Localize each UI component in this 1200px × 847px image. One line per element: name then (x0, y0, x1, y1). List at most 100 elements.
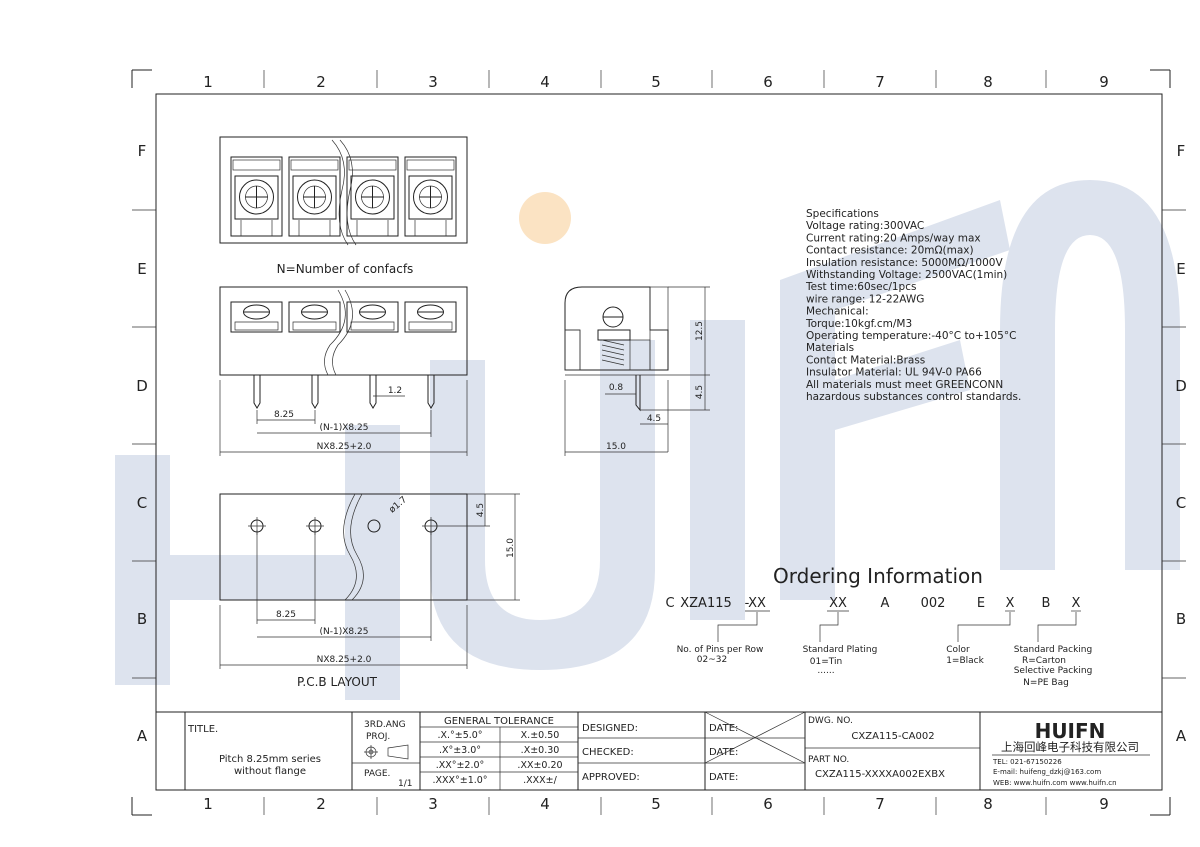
spec-line: Current rating:20 Amps/way max (806, 232, 981, 244)
order-code-part: X (1072, 596, 1081, 611)
part-value: CXZA115-XXXXA002EXBX (815, 769, 945, 780)
order-code-part: A (881, 596, 890, 611)
dim-total: NX8.25+2.0 (317, 442, 372, 452)
approved-date-label: DATE: (709, 772, 738, 783)
tolerance-linear: X.±0.50 (521, 730, 560, 741)
company-email: E-mail: huifeng_dzkj@163.com (993, 768, 1101, 776)
order-code-part: E (977, 596, 985, 611)
legend-plating: Standard Plating (803, 645, 878, 655)
order-code-part: B (1042, 596, 1051, 611)
tolerance-header: GENERAL TOLERANCE (444, 716, 554, 727)
spec-line: All materials must meet GREENCONN (806, 379, 1003, 391)
row-label: A (137, 727, 148, 745)
row-label: E (137, 260, 146, 278)
order-code-part: C (665, 596, 674, 611)
column-label: 5 (651, 73, 661, 91)
pcb-dim-total: NX8.25+2.0 (317, 655, 372, 665)
order-code-part: - (745, 596, 750, 611)
tolerance-linear: .XX±0.20 (517, 760, 562, 771)
spec-line: Materials (806, 342, 854, 354)
watermark (115, 180, 1180, 700)
legend-packing-pe: N=PE Bag (1023, 678, 1069, 688)
spec-line: hazardous substances control standards. (806, 391, 1021, 403)
designed-label: DESIGNED: (582, 723, 638, 734)
order-code-part: 002 (921, 596, 946, 611)
tolerance-angle: .X°±3.0° (439, 745, 481, 756)
column-label: 2 (316, 795, 326, 813)
legend-plating-more: ...... (817, 666, 834, 676)
pcb-layout-title: P.C.B LAYOUT (297, 675, 378, 689)
pcb-dim-n1: (N-1)X8.25 (320, 627, 369, 637)
row-label: B (137, 610, 147, 628)
company-logo: HUIFN (1035, 719, 1106, 743)
front-view: 8.25 1.2 (N-1)X8.25 NX8.25+2.0 (219, 286, 468, 456)
company-web: WEB: www.huifn.com www.huifn.cn (993, 779, 1117, 787)
dim-width-0-8: 0.8 (609, 383, 624, 393)
designed-date-label: DATE: (709, 723, 738, 734)
dim-n1: (N-1)X8.25 (320, 423, 369, 433)
legend-color-val: 1=Black (946, 656, 984, 666)
spec-line: wire range: 12-22AWG (806, 293, 924, 305)
watermark-dot (519, 192, 571, 244)
column-label: 9 (1099, 73, 1109, 91)
watermark-stroke (115, 455, 170, 685)
tolerance-angle: .XX°±2.0° (436, 760, 485, 771)
dim-width-4-5: 4.5 (647, 414, 661, 424)
legend-color: Color (946, 645, 970, 655)
column-label: 7 (875, 795, 885, 813)
tolerance-linear: .XXX±/ (523, 775, 558, 786)
checked-date-label: DATE: (709, 747, 738, 758)
column-label: 7 (875, 73, 885, 91)
dwg-value: CXZA115-CA002 (851, 731, 934, 742)
row-label: C (137, 494, 147, 512)
spec-line: Torque:10kgf.cm/M3 (805, 318, 912, 330)
spec-line: Test time:60sec/1pcs (805, 281, 916, 293)
company-tel: TEL: 021-67150226 (992, 758, 1062, 766)
order-code-part: XX (748, 596, 766, 611)
column-label: 9 (1099, 795, 1109, 813)
page-label: PAGE. (364, 769, 390, 779)
dim-height-12-5: 12.5 (695, 321, 705, 341)
legend-packing-val: R=Carton (1022, 656, 1066, 666)
proj-label-2: PROJ. (366, 732, 390, 742)
side-view: 12.5 4.5 0.8 4.5 15.0 (564, 286, 710, 456)
column-label: 4 (540, 795, 550, 813)
column-label: 6 (763, 795, 773, 813)
column-label: 1 (203, 73, 213, 91)
dim-height-4-5: 4.5 (695, 385, 705, 399)
spec-line: Insulator Material: UL 94V-0 PA66 (806, 367, 982, 379)
order-code-part: X (1006, 596, 1015, 611)
legend-pins-range: 02~32 (697, 655, 727, 665)
column-label: 2 (316, 73, 326, 91)
approved-label: APPROVED: (582, 772, 640, 783)
column-label: 5 (651, 795, 661, 813)
dim-pin: 1.2 (388, 386, 402, 396)
company-name: 上海回峰电子科技有限公司 (1001, 740, 1139, 754)
row-label: D (136, 377, 148, 395)
dim-pitch: 8.25 (274, 410, 294, 420)
pcb-dim-15: 15.0 (506, 538, 516, 558)
column-label: 3 (428, 73, 438, 91)
tolerance-angle: .X.°±5.0° (437, 730, 482, 741)
row-label: D (1175, 377, 1187, 395)
order-code-part: XX (829, 596, 847, 611)
row-label: B (1176, 610, 1186, 628)
column-label: 8 (983, 73, 993, 91)
column-label: 4 (540, 73, 550, 91)
pcb-dim-4-5: 4.5 (476, 503, 486, 517)
title-line-2: without flange (234, 766, 306, 777)
proj-label-1: 3RD.ANG (364, 720, 406, 730)
row-label: C (1176, 494, 1186, 512)
pcb-dim-pitch: 8.25 (276, 610, 296, 620)
row-label: A (1176, 727, 1187, 745)
top-view: N=Number of confacfs (219, 136, 468, 276)
dim-width-15: 15.0 (606, 442, 626, 452)
part-label: PART NO. (808, 755, 849, 765)
title-label: TITLE. (187, 724, 218, 735)
spec-line: Insulation resistance: 5000MΩ/1000V (806, 257, 1003, 269)
